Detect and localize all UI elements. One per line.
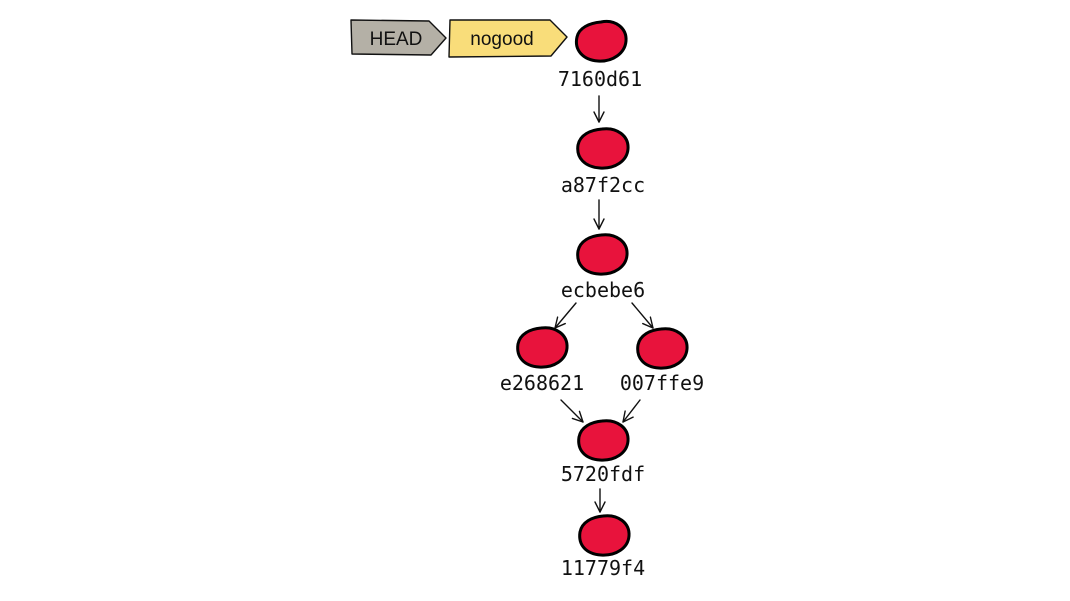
- commit-hash-label: e268621: [500, 371, 584, 395]
- head-tag-icon: [350, 19, 447, 56]
- commit-node-a87f2cc: [576, 127, 630, 170]
- commit-node-7160d61: [574, 19, 628, 63]
- branch-label: nogood: [470, 29, 533, 50]
- commit-node-11779f4: [578, 514, 631, 557]
- head-ref: HEAD: [350, 19, 447, 56]
- branch-ref-nogood: nogood: [448, 19, 568, 58]
- edge-e268621-5720fdf: [560, 399, 584, 423]
- branch-tag-icon: [448, 19, 568, 58]
- edge-ecbebe6-007ffe9: [631, 302, 654, 329]
- head-label: HEAD: [370, 29, 423, 50]
- commit-edges: [554, 95, 654, 513]
- commit-node-007ffe9: [636, 327, 689, 370]
- commit-hash-label: 11779f4: [561, 556, 645, 580]
- commit-node-5720fdf: [577, 419, 630, 462]
- commit-labels: 7160d61 a87f2cc ecbebe6 e268621 007ffe9 …: [500, 67, 704, 580]
- commit-hash-label: ecbebe6: [561, 278, 645, 302]
- commit-node-e268621: [516, 326, 569, 369]
- edge-ecbebe6-e268621: [554, 302, 577, 329]
- commit-hash-label: 5720fdf: [561, 462, 645, 486]
- commit-hash-label: 7160d61: [558, 67, 642, 91]
- commit-node-group: [516, 19, 689, 557]
- commit-node-ecbebe6: [576, 233, 629, 276]
- commit-hash-label: 007ffe9: [620, 371, 704, 395]
- commit-hash-label: a87f2cc: [561, 173, 645, 197]
- edge-007ffe9-5720fdf: [622, 399, 641, 423]
